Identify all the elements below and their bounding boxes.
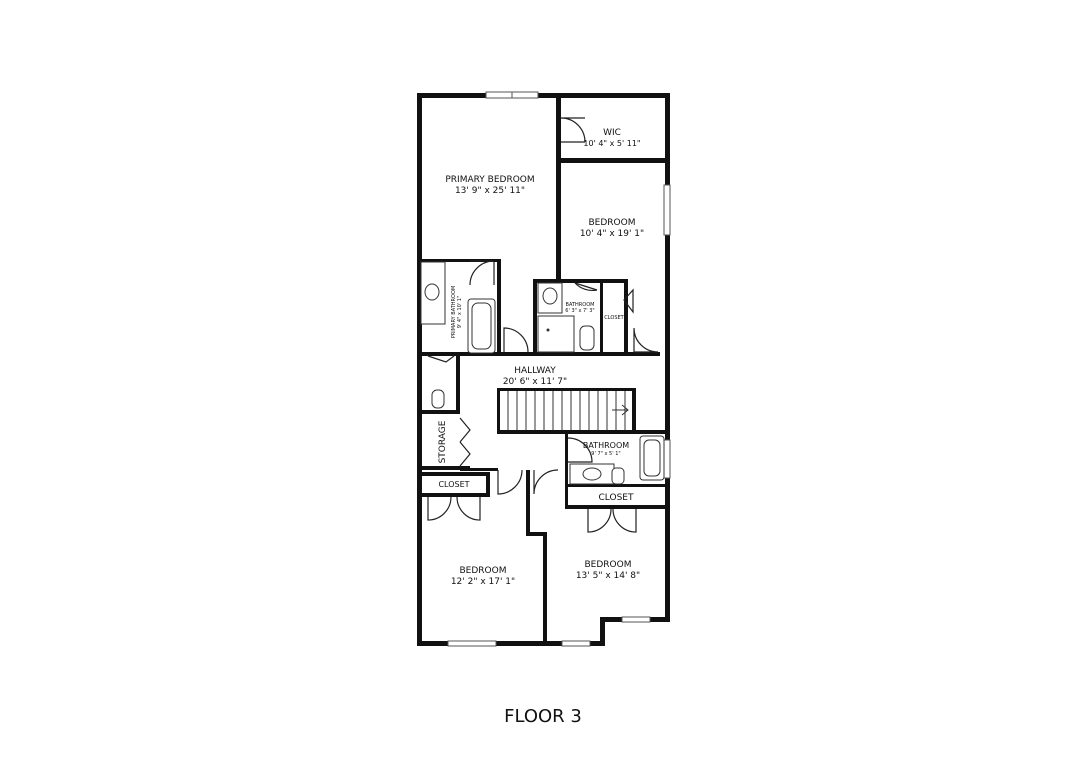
bedroom-se-dims: 13' 5" x 14' 8": [576, 571, 640, 581]
bedroom-se-label: BEDROOM: [585, 560, 632, 570]
storage-label: STORAGE: [438, 420, 448, 463]
bathroom-se-dims: 9' 7" x 5' 1": [591, 451, 620, 457]
hallway-dims: 20' 6" x 11' 7": [503, 377, 567, 387]
doors: [427, 117, 659, 533]
bedroom-sw-dims: 12' 2" x 17' 1": [451, 577, 515, 587]
primary-bathroom-label: PRIMARY BATHROOM: [451, 286, 457, 338]
fixtures: [420, 261, 665, 485]
hallway-label: HALLWAY: [514, 366, 556, 376]
interior-walls: [420, 97, 668, 646]
wic-dims: 10' 4" x 5' 11": [583, 139, 640, 148]
primary-bedroom-dims: 13' 9" x 25' 11": [455, 186, 525, 196]
closet-se-label: CLOSET: [599, 493, 634, 503]
bedroom-ne-label: BEDROOM: [589, 218, 636, 228]
bathroom-center-label: BATHROOM: [566, 302, 595, 308]
room-labels: WIC 10' 4" x 5' 11" PRIMARY BEDROOM 13' …: [438, 128, 644, 587]
staircase: [500, 391, 632, 430]
windows: [447, 91, 671, 647]
primary-bathroom-dims: 9' 4" x 10' 1": [457, 296, 463, 329]
closet-small-label: CLOSET: [604, 315, 624, 321]
floor-label: FLOOR 3: [504, 706, 582, 727]
wic-label: WIC: [603, 128, 621, 138]
closet-sw-label: CLOSET: [438, 480, 469, 489]
primary-bedroom-label: PRIMARY BEDROOM: [445, 175, 534, 185]
bedroom-sw-label: BEDROOM: [460, 566, 507, 576]
bedroom-ne-dims: 10' 4" x 19' 1": [580, 229, 644, 239]
bathroom-se-label: BATHROOM: [583, 441, 629, 450]
bathroom-center-dims: 6' 3" x 7' 3": [565, 308, 594, 314]
